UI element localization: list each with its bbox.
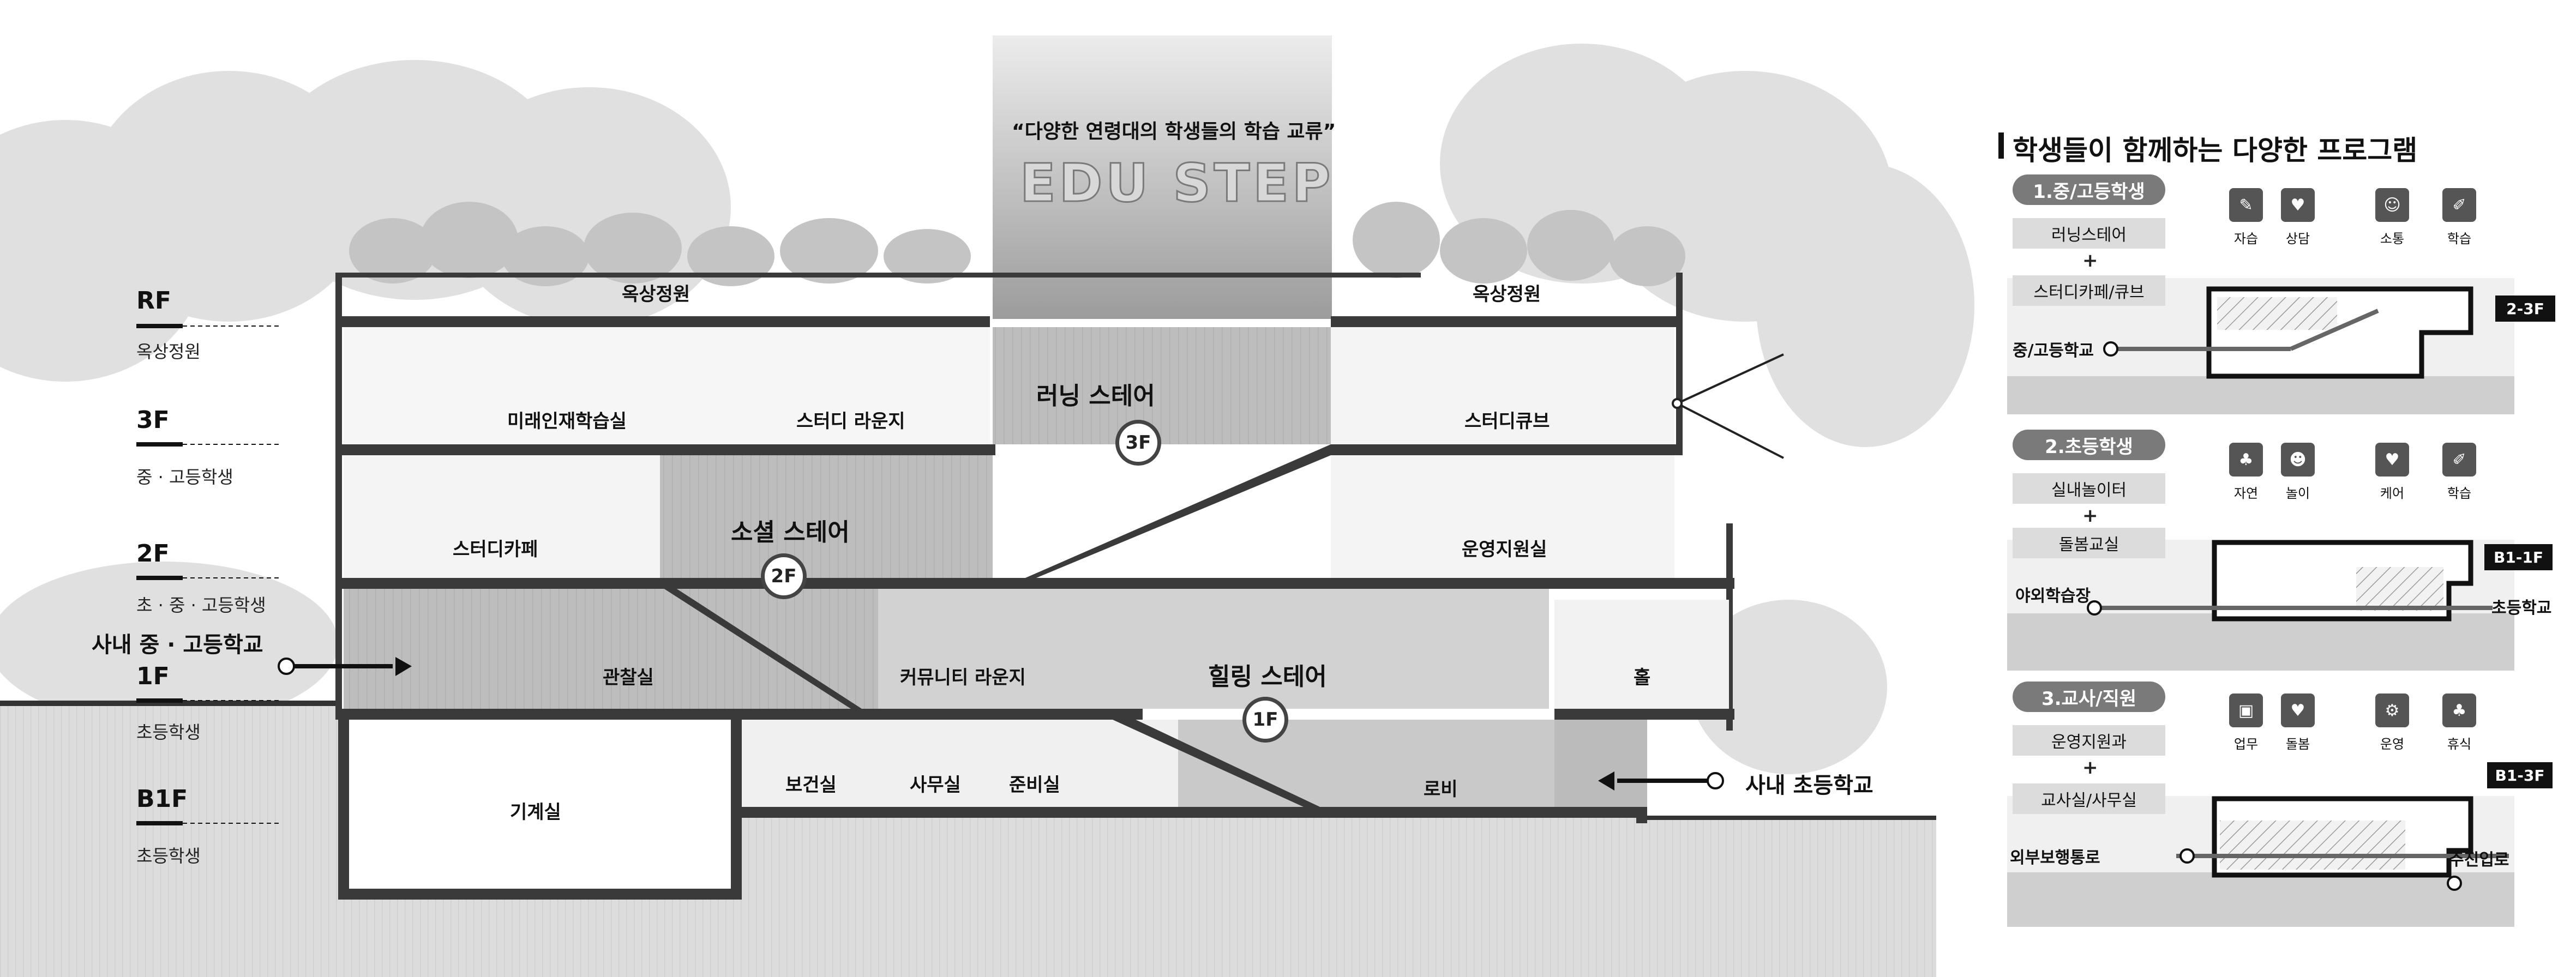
floor-tag: B1-1F: [2484, 544, 2553, 570]
icon-label: 소통: [2380, 231, 2405, 246]
view-cone: [1672, 353, 1784, 459]
icon-label: 학습: [2447, 486, 2472, 501]
room-observation: 관찰실: [603, 667, 654, 689]
healing-stair: [1113, 709, 1320, 807]
panel-title-bar: [1998, 132, 2004, 159]
floor-code: 2F: [136, 540, 170, 568]
icon-label: 휴식: [2447, 737, 2472, 752]
floor-marker-lines: [136, 324, 281, 825]
interior-fill: [344, 327, 1729, 889]
room-lobby: 로비: [1424, 779, 1458, 800]
play-icon: ☻: [2281, 443, 2315, 477]
work-icon: ▣: [2229, 693, 2263, 727]
floor-code: RF: [136, 287, 171, 315]
badge-1f: 1F: [1242, 697, 1288, 743]
room-health: 보건실: [785, 774, 837, 796]
rest-icon: ♣: [2442, 693, 2476, 727]
background-trees: [0, 44, 1974, 774]
building-structure: [335, 273, 1734, 900]
floor-tag: 2-3F: [2495, 295, 2555, 322]
group-category: 3.교사/직원: [2013, 682, 2165, 712]
group-program: 러닝스테어: [2013, 218, 2165, 249]
floor-code: B1F: [136, 785, 188, 813]
entry-left-label: 사내 중 · 고등학교: [92, 632, 263, 658]
diagram-label: 중/고등학교: [2013, 341, 2094, 360]
group-program: 스터디카페/큐브: [2013, 275, 2165, 306]
running-stair: [1025, 444, 1331, 578]
room-study-cafe: 스터디카페: [453, 539, 538, 560]
room-prep: 준비실: [1009, 774, 1060, 796]
floor-code: 1F: [136, 662, 170, 690]
nature-icon: ♣: [2229, 443, 2263, 477]
floor-desc: 중 · 고등학생: [136, 467, 233, 487]
social-stair-label: 소셜 스테어: [731, 518, 850, 546]
icon-label: 돌봄: [2285, 737, 2310, 752]
icon-label: 상담: [2285, 231, 2310, 246]
icon-label: 자습: [2233, 231, 2259, 246]
communication-icon: ☺: [2375, 188, 2409, 222]
ground-right: [1647, 818, 1936, 977]
group-program: 교사실/사무실: [2013, 783, 2165, 814]
panel-diagram-2: [2007, 540, 2514, 671]
floor-code: 3F: [136, 406, 170, 434]
diagram-label: 야외학습장: [2015, 587, 2091, 606]
badge-3f: 3F: [1115, 420, 1161, 466]
entry-arrows: [278, 657, 1724, 791]
room-study-lounge: 스터디 라운지: [796, 411, 905, 432]
diagram-label: 외부보행통로: [2010, 848, 2100, 867]
floor-desc: 초등학생: [136, 722, 201, 743]
room-roof-garden-left: 옥상정원: [622, 284, 690, 305]
learning-icon: ✐: [2442, 188, 2476, 222]
floor-desc: 초등학생: [136, 846, 201, 866]
panel-title: 학생들이 함께하는 다양한 프로그램: [2013, 135, 2418, 166]
room-office: 사무실: [910, 774, 961, 796]
diagram-label: 초등학교: [2491, 599, 2552, 618]
group-category: 1.중/고등학생: [2013, 174, 2165, 205]
panel-diagram-3: [2007, 796, 2514, 927]
icon-label: 자연: [2233, 486, 2259, 501]
group-program: 실내놀이터: [2013, 473, 2165, 504]
ground-left: [0, 703, 338, 977]
badge-2f: 2F: [761, 553, 807, 599]
panel-diagram-1: [2007, 278, 2514, 414]
icon-label: 놀이: [2285, 486, 2310, 501]
icon-label: 운영: [2380, 737, 2405, 752]
floor-desc: 초 · 중 · 고등학생: [136, 595, 266, 616]
group-program: 돌봄교실: [2013, 528, 2165, 558]
edu-step-tower: [993, 35, 1332, 319]
plus-sign: +: [2082, 757, 2098, 779]
room-study-cube: 스터디큐브: [1464, 411, 1550, 432]
learning-icon: ✐: [2442, 443, 2476, 477]
group-category: 2.초등학생: [2013, 430, 2165, 460]
icon-label: 케어: [2380, 486, 2405, 501]
room-future-talent: 미래인재학습실: [507, 411, 627, 432]
self-study-icon: ✎: [2229, 188, 2263, 222]
room-community-lounge: 커뮤니티 라운지: [900, 667, 1026, 689]
care-icon: ♥: [2281, 693, 2315, 727]
room-machine: 기계실: [510, 801, 561, 823]
plus-sign: +: [2082, 505, 2098, 527]
icon-label: 업무: [2233, 737, 2259, 752]
icon-label: 학습: [2447, 231, 2472, 246]
room-operation-support: 운영지원실: [1462, 539, 1547, 560]
operation-icon: ⚙: [2375, 693, 2409, 727]
tagline-quote: “다양한 연령대의 학생들의 학습 교류”: [1012, 120, 1336, 143]
group-program: 운영지원과: [2013, 725, 2165, 756]
roof-trees: [349, 202, 1685, 286]
room-hall: 홀: [1634, 667, 1651, 689]
plus-sign: +: [2082, 250, 2098, 272]
room-roof-garden-right: 옥상정원: [1473, 284, 1541, 305]
care-icon: ♥: [2375, 443, 2409, 477]
floor-desc: 옥상정원: [136, 341, 201, 362]
social-stair: [660, 578, 862, 709]
healing-stair-label: 힐링 스테어: [1208, 663, 1327, 691]
running-stair-label: 러닝 스테어: [1036, 382, 1155, 410]
floor-tag: B1-3F: [2487, 762, 2553, 788]
diagram-label: 주진입로: [2449, 851, 2509, 870]
entry-right-label: 사내 초등학교: [1745, 773, 1874, 798]
counsel-icon: ♥: [2281, 188, 2315, 222]
edu-step-logo: EDU STEP: [1019, 152, 1334, 215]
